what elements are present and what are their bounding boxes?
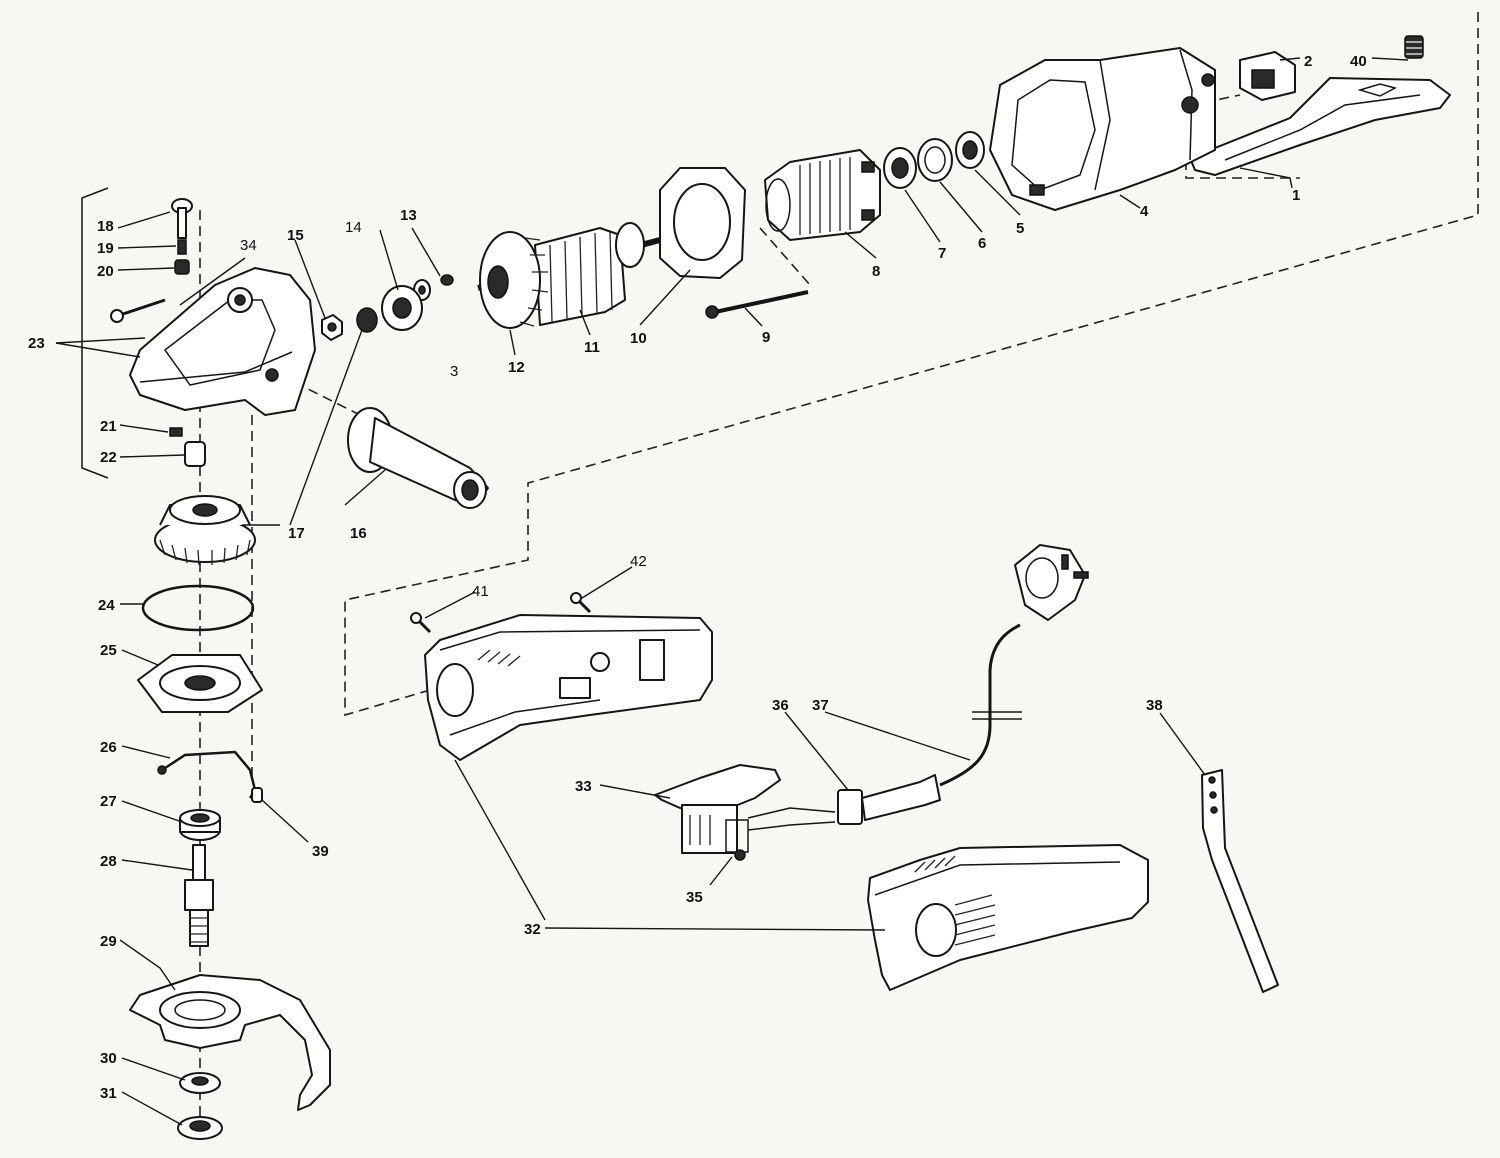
- part-8-field-stator: [764, 149, 881, 241]
- part-30-inner-flange: [179, 1072, 221, 1094]
- callout-22: 22: [100, 449, 117, 466]
- part-1-switch-slide: [1189, 77, 1451, 176]
- leader-lines: [55, 57, 1409, 1126]
- part-33-switch-cover: [654, 764, 781, 813]
- part-32-handle-half-upper: [424, 614, 713, 761]
- part-29-wheel-guard: [129, 974, 331, 1111]
- part-12-fan: [479, 231, 549, 329]
- callout-40: 40: [1350, 53, 1367, 70]
- part-41-screw: [410, 612, 432, 634]
- part-32-handle-half-lower: [867, 844, 1149, 991]
- callout-21: 21: [100, 418, 117, 435]
- part-27-bearing: [179, 809, 221, 841]
- callout-2: 2: [1304, 53, 1312, 70]
- tie-rod-axis: [759, 227, 811, 286]
- part-13-small-washer: [440, 274, 454, 286]
- part-22-bushing: [184, 441, 206, 467]
- part-6-bearing-sleeve: [917, 138, 953, 182]
- callout-18: 18: [97, 218, 114, 235]
- callout-32: 32: [524, 921, 541, 938]
- brush-axis-line: [1185, 160, 1300, 179]
- part-39-screw: [251, 787, 263, 803]
- internal-wires: [747, 807, 836, 831]
- callout-29: 29: [100, 933, 117, 950]
- part-14-bearing: [381, 285, 423, 331]
- part-9-tie-rod-screw: [705, 290, 809, 319]
- part-38-wrench: [1201, 769, 1279, 993]
- callout-19: 19: [97, 240, 114, 257]
- callout-7: 7: [938, 245, 946, 262]
- callout-35: 35: [686, 889, 703, 906]
- part-2-brush-holder: [1239, 51, 1296, 101]
- callout-24: 24: [98, 597, 115, 614]
- callout-13: 13: [400, 207, 417, 224]
- part-17-pinion: [356, 307, 378, 333]
- callout-10: 10: [630, 330, 647, 347]
- part-31-outer-nut: [177, 1116, 223, 1140]
- part-36-cord-clamp: [837, 789, 863, 825]
- part-7-bearing-ring: [883, 147, 917, 189]
- callout-8: 8: [872, 263, 880, 280]
- callout-33: 33: [575, 778, 592, 795]
- part-15-nut: [321, 314, 343, 341]
- part-26-clamp-plate: [157, 750, 257, 799]
- bracket-23: [81, 187, 109, 479]
- callout-4: 4: [1140, 203, 1149, 220]
- callout-3: 3: [450, 363, 458, 380]
- callout-1: 1: [1292, 187, 1300, 204]
- part-34-screw: [110, 298, 166, 323]
- callout-25: 25: [100, 642, 117, 659]
- callout-5: 5: [1016, 220, 1024, 237]
- part-10-fan-baffle: [659, 167, 746, 279]
- callout-6: 6: [978, 235, 986, 252]
- callout-12: 12: [508, 359, 525, 376]
- callout-31: 31: [100, 1085, 117, 1102]
- part-20-pin: [174, 259, 190, 275]
- callout-28: 28: [100, 853, 117, 870]
- part-28-spindle: [184, 844, 214, 947]
- part-40-spring: [1404, 35, 1424, 59]
- part-42-screw: [570, 592, 592, 614]
- power-plug: [1014, 544, 1089, 621]
- part-18-lock-button: [171, 198, 193, 239]
- callout-30: 30: [100, 1050, 117, 1067]
- callout-labels: 1 2 40 4 5 6 7 8 9 10 11 12 3 14 13 15 1…: [28, 53, 1367, 1102]
- assembly-boundary: [344, 12, 1479, 717]
- callout-15: 15: [287, 227, 304, 244]
- callout-36: 36: [772, 697, 789, 714]
- callout-39: 39: [312, 843, 329, 860]
- callout-9: 9: [762, 329, 770, 346]
- part-21-clip: [169, 427, 183, 437]
- callout-34: 34: [240, 237, 257, 254]
- part-17-bevel-gear: [154, 495, 256, 566]
- callout-17: 17: [288, 525, 305, 542]
- part-35-switch: [681, 804, 749, 861]
- callout-14: 14: [345, 219, 362, 236]
- part-16-side-handle: [347, 407, 489, 509]
- callout-11: 11: [584, 339, 600, 356]
- callout-23: 23: [28, 335, 45, 352]
- part-19-spring: [177, 239, 187, 255]
- callout-27: 27: [100, 793, 117, 810]
- part-4-motor-housing: [989, 47, 1216, 211]
- callout-37: 37: [812, 697, 829, 714]
- callout-16: 16: [350, 525, 367, 542]
- callout-20: 20: [97, 263, 114, 280]
- part-25-bearing-flange: [137, 654, 263, 713]
- callout-42: 42: [630, 553, 647, 570]
- callout-41: 41: [472, 583, 489, 600]
- callout-26: 26: [100, 739, 117, 756]
- part-5-bearing: [955, 131, 985, 169]
- part-37-power-cord: [861, 623, 1022, 821]
- callout-38: 38: [1146, 697, 1163, 714]
- part-23-gear-housing: [129, 267, 316, 416]
- part-24-o-ring: [141, 584, 255, 632]
